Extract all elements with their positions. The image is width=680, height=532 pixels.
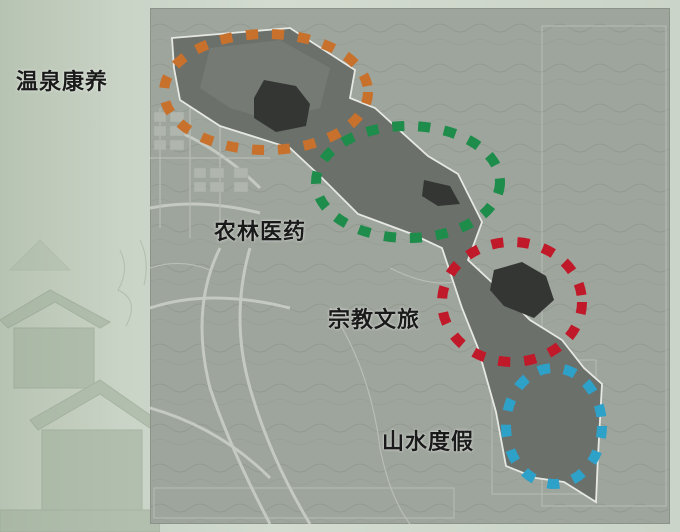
zone-label-religious-culture: 宗教文旅 [328, 308, 421, 333]
dark-feature-farm [422, 180, 460, 206]
map-panel[interactable] [150, 8, 670, 524]
zone-ring-agroforestry[interactable] [311, 121, 505, 243]
zone-ring-religious-culture[interactable] [437, 237, 587, 367]
zone-label-agroforestry: 农林医药 [214, 220, 307, 245]
map-frame-lines [153, 25, 667, 519]
map-canvas[interactable] [150, 8, 670, 524]
road-network [150, 126, 312, 524]
zone-ring-hot-spring[interactable] [159, 29, 373, 155]
zone-label-landscape-resort: 山水度假 [382, 430, 475, 455]
zone-label-hot-spring: 温泉康养 [16, 70, 109, 95]
background-temple-illustration [0, 239, 160, 532]
dark-feature-hot-spring [254, 80, 310, 132]
dark-feature-temple [490, 262, 554, 318]
urban-blocks [153, 111, 249, 193]
zone-ring-landscape-resort[interactable] [501, 363, 607, 489]
